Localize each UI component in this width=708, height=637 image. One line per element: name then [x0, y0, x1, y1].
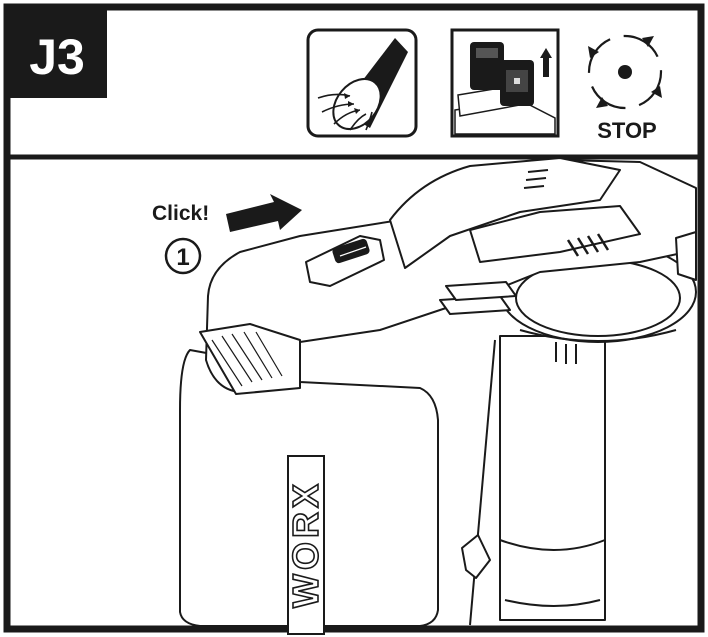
click-callout-text: Click! — [152, 202, 209, 225]
push-arrow-icon — [226, 194, 302, 232]
step-label-block: J3 — [7, 7, 107, 98]
stop-rotation-icon: STOP — [587, 34, 663, 143]
click-callout: Click! 1 — [152, 194, 302, 275]
step-number: 1 — [176, 244, 189, 271]
stop-label: STOP — [597, 118, 657, 143]
step-number-badge — [164, 237, 202, 275]
air-intake-tube-icon — [306, 28, 418, 138]
step-label: J3 — [29, 29, 85, 85]
worx-brand: WORX — [284, 455, 327, 635]
blower-tube — [499, 335, 606, 621]
worx-brand-text: WORX — [285, 480, 326, 608]
battery-removal-icon — [450, 28, 560, 138]
